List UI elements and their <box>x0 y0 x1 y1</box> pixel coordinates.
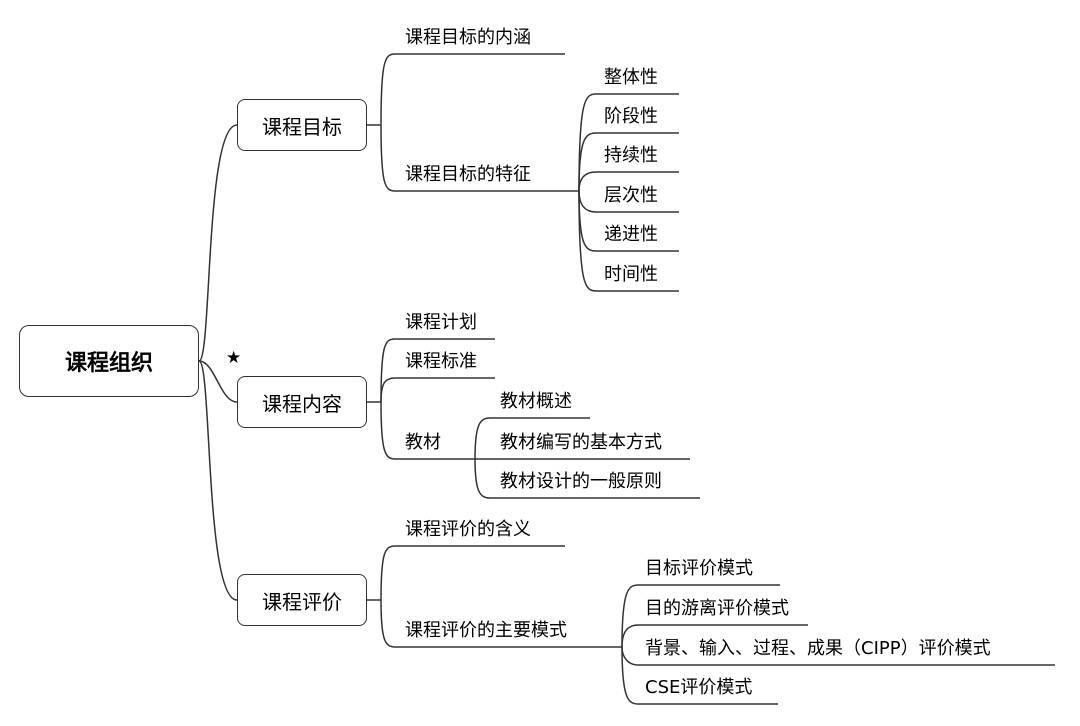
link-feature-2 <box>578 132 679 192</box>
link-eval-models <box>380 599 622 648</box>
node-label: 课程内容 <box>262 391 342 416</box>
link-model-2 <box>621 624 808 648</box>
node-textbook[interactable]: 教材 <box>405 432 441 453</box>
node-course-plan[interactable]: 课程计划 <box>405 312 477 333</box>
node-feature[interactable]: 阶段性 <box>604 106 658 127</box>
link-content-standard <box>380 377 495 403</box>
node-eval-model[interactable]: 目标评价模式 <box>645 558 753 579</box>
link-feature-6 <box>578 190 679 292</box>
link-eval-meaning <box>380 545 565 601</box>
node-label: 课程评价 <box>262 589 342 614</box>
link-textbook-3 <box>474 458 700 499</box>
link-root-eval <box>198 360 238 601</box>
node-feature[interactable]: 持续性 <box>604 145 658 166</box>
link-content-plan <box>380 338 495 403</box>
root-label: 课程组织 <box>64 351 153 376</box>
link-goal-features <box>380 124 579 192</box>
link-feature-3 <box>578 171 679 192</box>
node-eval-model[interactable]: 背景、输入、过程、成果（CIPP）评价模式 <box>645 638 991 659</box>
node-textbook-item[interactable]: 教材概述 <box>500 391 572 412</box>
link-goal-connotation <box>380 53 565 126</box>
node-eval-meaning[interactable]: 课程评价的含义 <box>405 519 531 540</box>
node-goal-features[interactable]: 课程目标的特征 <box>405 164 531 185</box>
node-label: 课程目标 <box>262 114 342 139</box>
node-course-standard[interactable]: 课程标准 <box>405 351 477 372</box>
node-eval-models[interactable]: 课程评价的主要模式 <box>405 620 567 641</box>
node-textbook-item[interactable]: 教材编写的基本方式 <box>500 432 662 453</box>
node-eval-model[interactable]: 目的游离评价模式 <box>645 598 789 619</box>
link-model-4 <box>621 646 778 705</box>
node-course-content[interactable]: 课程内容 <box>237 376 367 428</box>
node-course-goal[interactable]: 课程目标 <box>237 99 367 151</box>
node-eval-model[interactable]: CSE评价模式 <box>645 677 753 698</box>
node-course-evaluation[interactable]: 课程评价 <box>237 574 367 626</box>
root-node[interactable]: 课程组织 <box>19 325 199 397</box>
node-feature[interactable]: 时间性 <box>604 264 658 285</box>
node-goal-connotation[interactable]: 课程目标的内涵 <box>405 27 531 48</box>
link-root-goal <box>198 124 238 362</box>
link-textbook-1 <box>474 417 590 460</box>
link-root-content <box>198 360 238 403</box>
node-textbook-item[interactable]: 教材设计的一般原则 <box>500 471 662 492</box>
node-feature[interactable]: 递进性 <box>604 224 658 245</box>
star-marker-icon: ★ <box>226 348 242 368</box>
node-feature[interactable]: 整体性 <box>604 67 658 88</box>
link-model-1 <box>621 584 780 648</box>
link-content-textbook <box>380 401 475 460</box>
node-feature[interactable]: 层次性 <box>604 185 658 206</box>
